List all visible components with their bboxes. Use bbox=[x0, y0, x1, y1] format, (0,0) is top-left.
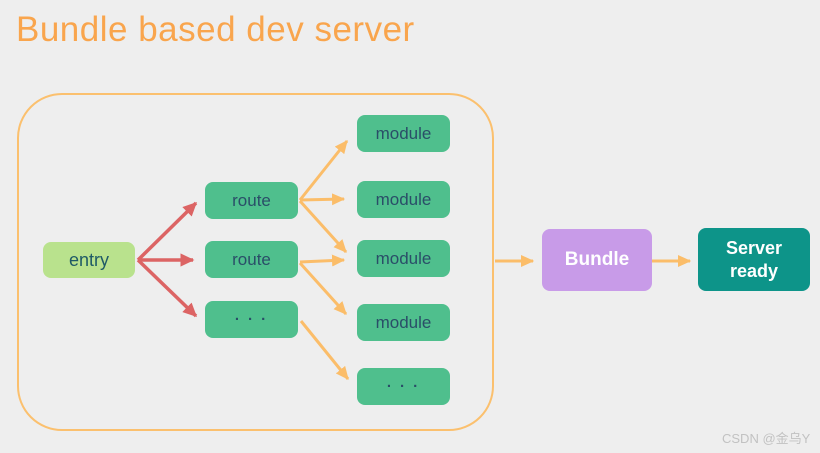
node-route-1: route bbox=[205, 182, 298, 219]
node-module-4: module bbox=[357, 304, 450, 341]
node-module-3: module bbox=[357, 240, 450, 277]
node-route-2: route bbox=[205, 241, 298, 278]
node-module-ellipsis: · · · bbox=[357, 368, 450, 405]
page-title: Bundle based dev server bbox=[16, 10, 415, 49]
node-module-1: module bbox=[357, 115, 450, 152]
node-server-ready: Server ready bbox=[698, 228, 810, 291]
watermark: CSDN @金乌Y bbox=[722, 431, 811, 446]
node-entry: entry bbox=[43, 242, 135, 278]
dev-server-boundary-frame bbox=[17, 93, 494, 431]
node-bundle: Bundle bbox=[542, 229, 652, 291]
server-ready-line2: ready bbox=[729, 260, 779, 281]
server-ready-line1: Server bbox=[725, 238, 783, 258]
node-route-ellipsis: · · · bbox=[205, 301, 298, 338]
node-module-2: module bbox=[357, 181, 450, 218]
